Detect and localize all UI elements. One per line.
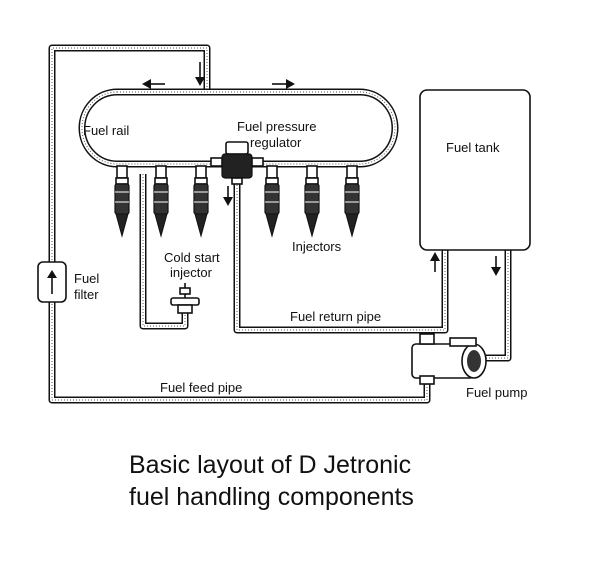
fuel-filter [37,261,67,303]
regulator-label: regulator [250,135,302,150]
injector [264,165,280,238]
cold-start-injector [170,283,200,314]
labels: Fuel rail Fuel pressure regulator Fuel t… [74,119,527,400]
caption-line-2: fuel handling components [129,483,414,511]
fuel-rail-label: Fuel rail [83,123,129,138]
pipes [48,44,512,404]
injector [304,165,320,238]
arrow-left-icon [142,79,165,89]
caption: Basic layout of D Jetronic fuel handling… [129,451,414,511]
injectors [114,165,360,238]
fuel-pump [411,333,487,385]
arrow-right-icon [272,79,295,89]
arrow-up-icon [430,252,440,272]
arrow-down-icon [491,256,501,276]
fuel-tank [419,89,531,251]
injector [344,165,360,238]
fuel-filter-label: Fuel [74,271,99,286]
injector [114,165,130,238]
tank-to-pump-pipe [486,250,512,362]
regulator-label: Fuel pressure [237,119,316,134]
cold-start-label: injector [170,265,213,280]
fuel-return-pipe-label: Fuel return pipe [290,309,381,324]
flow-arrows [142,62,501,276]
fuel-pump-label: Fuel pump [466,385,527,400]
cold-start-label: Cold start [164,250,220,265]
injector [193,165,209,238]
injectors-label: Injectors [292,239,342,254]
arrow-down-icon [195,62,205,86]
fuel-filter-label: filter [74,287,99,302]
fuel-tank-label: Fuel tank [446,140,500,155]
arrow-down-icon [223,186,233,206]
injector [153,165,169,238]
fuel-pressure-regulator [210,141,264,185]
fuel-feed-pipe-label: Fuel feed pipe [160,380,242,395]
caption-line-1: Basic layout of D Jetronic [129,451,411,479]
